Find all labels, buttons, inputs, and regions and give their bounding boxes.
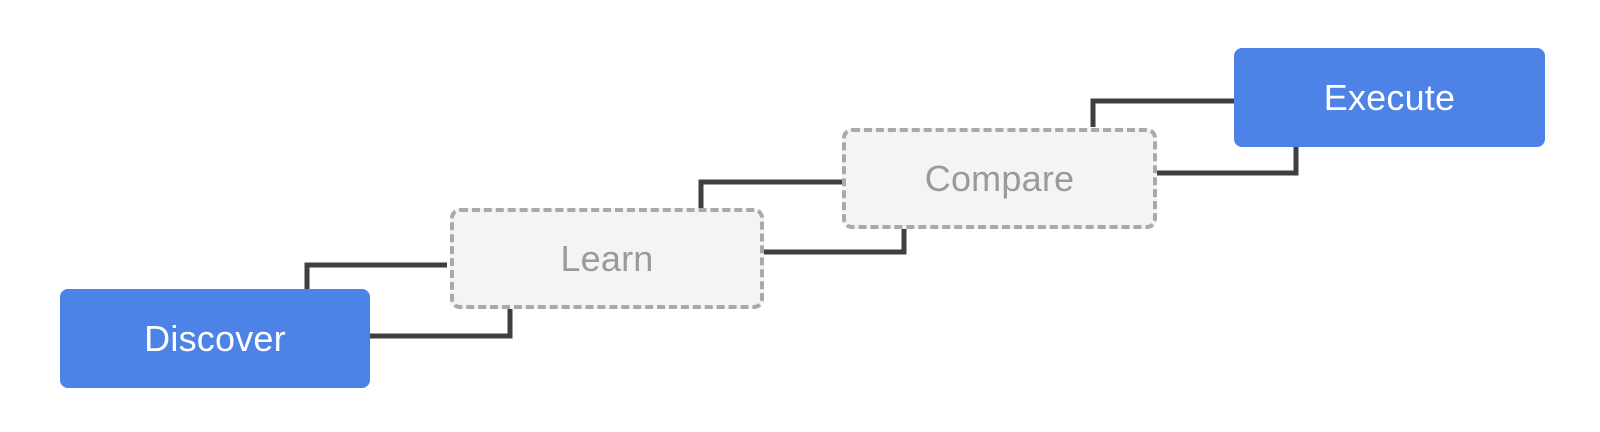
step-execute-label: Execute: [1323, 76, 1456, 118]
connector-discover-to-learn-upper: [304, 262, 447, 289]
step-execute: Execute: [1234, 48, 1545, 147]
step-compare: Compare: [842, 128, 1157, 229]
step-discover-label: Discover: [144, 317, 286, 359]
step-learn-label: Learn: [560, 237, 654, 279]
connector-learn-to-compare-lower: [764, 229, 907, 255]
step-discover: Discover: [60, 289, 370, 388]
connector-compare-to-execute-upper: [1090, 98, 1234, 127]
connector-learn-to-compare-upper: [698, 179, 842, 208]
connector-compare-to-execute-lower: [1157, 147, 1299, 176]
connector-discover-to-learn-lower: [370, 309, 513, 339]
step-learn: Learn: [450, 208, 764, 309]
step-compare-label: Compare: [924, 157, 1075, 199]
